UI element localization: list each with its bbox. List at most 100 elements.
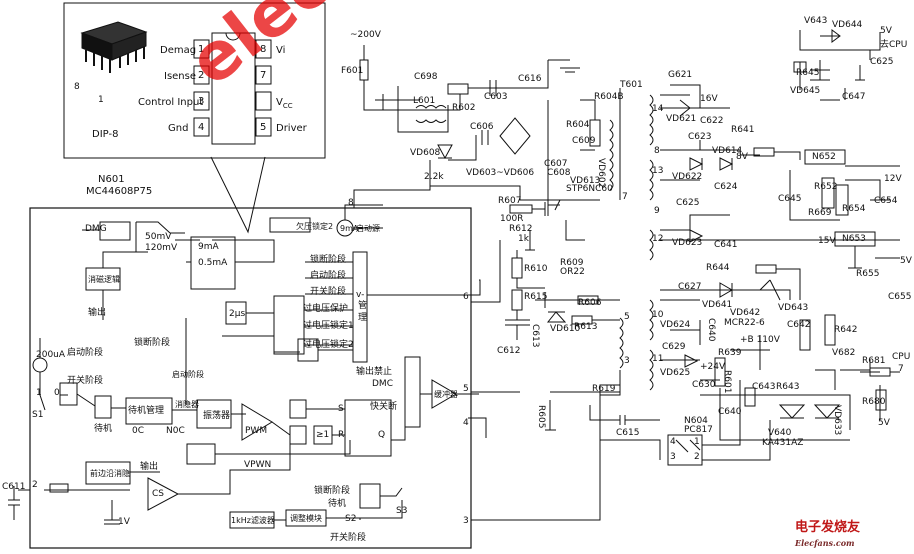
ge1-label: ≥1 xyxy=(316,430,330,440)
c624-label: C624 xyxy=(714,182,738,192)
pin-number-4: 4 xyxy=(198,122,205,133)
pinout-box xyxy=(63,2,326,159)
r100-label: 100R xyxy=(500,214,524,224)
t3-label: 3 xyxy=(624,356,630,366)
r654-label: R654 xyxy=(842,204,866,214)
pin8-ext: 8 xyxy=(348,198,354,208)
r610-label: R610 xyxy=(524,264,548,274)
c625-label: C625 xyxy=(676,198,700,208)
v5b-label: 5V xyxy=(900,256,912,266)
w13: 13 xyxy=(652,166,664,176)
n604-label: N604 xyxy=(684,416,708,426)
r655-label: R655 xyxy=(856,269,880,279)
n652-label: N652 xyxy=(812,152,836,162)
khz-filter: 1kHz滤波器 xyxy=(231,516,275,525)
ua9a-label: 9mA xyxy=(198,242,219,252)
pin6-ext: 6 xyxy=(463,292,469,302)
dmg-label: DMG xyxy=(85,224,107,234)
pin7-label: VCC xyxy=(276,97,293,111)
pin4-ext: 4 xyxy=(463,418,469,428)
q-label: Q xyxy=(378,430,386,440)
vd602-label: VD602 xyxy=(596,158,606,189)
c629-label: C629 xyxy=(662,342,686,352)
demag-logic: 消磁逻辑 xyxy=(88,275,120,284)
ic-ref: N601 xyxy=(98,174,125,185)
c647-label: C647 xyxy=(842,92,866,102)
c645-label: C645 xyxy=(778,194,802,204)
v640-label: V640 xyxy=(768,428,792,438)
c623-label: C623 xyxy=(688,132,712,142)
w14: 14 xyxy=(652,104,664,114)
start-stage2: 启动阶段 xyxy=(67,348,104,358)
ic-part: MC44608P75 xyxy=(86,186,153,197)
vd645-label: VD645 xyxy=(790,86,821,96)
switch-stage: 开关阶段 xyxy=(310,287,347,297)
ov-lock2: 过电压锁定2 xyxy=(303,340,354,350)
w0-label: 0 xyxy=(54,388,60,398)
package-pin8: 8 xyxy=(74,82,80,92)
r607-label: R607 xyxy=(498,196,522,206)
r609-label: R609 xyxy=(560,258,584,268)
out2-label: 输出 xyxy=(140,462,159,472)
v643-label: V643 xyxy=(804,16,828,26)
r612-label: R612 xyxy=(509,224,533,234)
pinout-chip xyxy=(211,32,256,145)
mcr-label: MCR22-6 xyxy=(724,318,765,328)
c603-label: C603 xyxy=(484,92,508,102)
s3-label: S3 xyxy=(396,506,408,516)
opt4: 4 xyxy=(670,437,676,447)
v5c-label: 5V xyxy=(878,418,890,428)
w12: 12 xyxy=(652,234,664,244)
opt1: 1 xyxy=(694,437,700,447)
g621-label: G621 xyxy=(668,70,693,80)
c611-label: C611 xyxy=(2,482,26,492)
opt2: 2 xyxy=(694,452,700,462)
r605-label: R605 xyxy=(536,405,546,429)
vpwn-label: VPWN xyxy=(244,460,272,470)
c640b-label: C640 xyxy=(718,407,742,417)
c0c-label: 0C xyxy=(132,426,145,436)
pin-number-1: 1 xyxy=(198,44,205,55)
startup-circuit: 启动源 xyxy=(356,224,380,233)
pin5-ext: 5 xyxy=(463,384,469,394)
c613-label: C613 xyxy=(530,324,540,348)
mgmt-label: 管 理 xyxy=(356,300,366,321)
to-cpu-label: 去CPU xyxy=(880,40,908,50)
s-label: S xyxy=(338,404,344,414)
pin5-label: Driver xyxy=(276,123,307,134)
dmc-label: DMC xyxy=(372,379,393,389)
pin2-ext: 2 xyxy=(32,480,38,490)
c627-label: C627 xyxy=(678,282,702,292)
package-pin1: 1 xyxy=(98,95,104,105)
c654-label: C654 xyxy=(874,196,898,206)
c643-label: C643 xyxy=(752,382,776,392)
switch-stage2: 开关阶段 xyxy=(67,376,104,386)
pin-number-3: 3 xyxy=(198,96,205,107)
vd633-label: VD633 xyxy=(832,405,842,436)
stp-label: STP6NC60 xyxy=(566,184,613,194)
r613-label: R613 xyxy=(574,322,598,332)
latch-block: 锁断阶段 xyxy=(134,338,171,348)
standby2-label: 待机 xyxy=(328,499,347,509)
pin4-label: Gnd xyxy=(168,123,189,134)
or22-label: OR22 xyxy=(560,267,585,277)
vd642-label: VD642 xyxy=(730,308,761,318)
mv120-label: 120mV xyxy=(145,243,178,253)
w1-label: 1 xyxy=(36,388,42,398)
pc817-label: PC817 xyxy=(684,425,713,435)
pin-number-2: 2 xyxy=(198,70,205,81)
r643-label: R643 xyxy=(776,382,800,392)
r645-label: R645 xyxy=(796,68,820,78)
r619-label: R619 xyxy=(592,384,616,394)
w8: 8 xyxy=(654,146,660,156)
pin1-label: Demag xyxy=(160,45,197,56)
cpu7-label: 7 xyxy=(898,364,904,374)
v24-label: +24V xyxy=(700,362,726,372)
ac-input: ~200V xyxy=(350,30,381,40)
vd614-label: VD614 xyxy=(712,146,743,156)
c698-label: C698 xyxy=(414,72,438,82)
c607-label: C607 xyxy=(544,159,568,169)
standby-label: 待机 xyxy=(94,424,113,434)
s1-label: S1 xyxy=(32,410,44,420)
vd643-label: VD643 xyxy=(778,303,809,313)
